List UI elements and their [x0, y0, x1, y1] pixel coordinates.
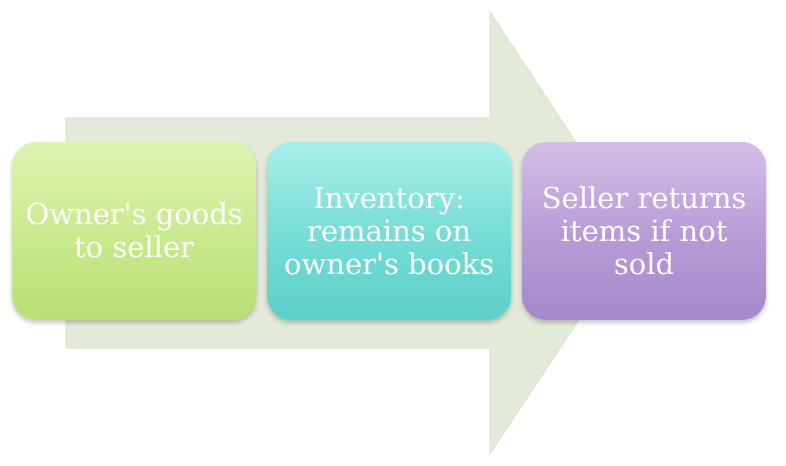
- step-1-label: Owner's goods to seller: [25, 197, 243, 264]
- step-inventory: Inventory: remains on owner's books: [267, 142, 511, 320]
- step-3-label: Seller returns items if not sold: [541, 180, 747, 281]
- step-owners-goods: Owner's goods to seller: [12, 142, 256, 320]
- step-seller-returns: Seller returns items if not sold: [522, 142, 766, 320]
- step-2-label: Inventory: remains on owner's books: [284, 180, 494, 281]
